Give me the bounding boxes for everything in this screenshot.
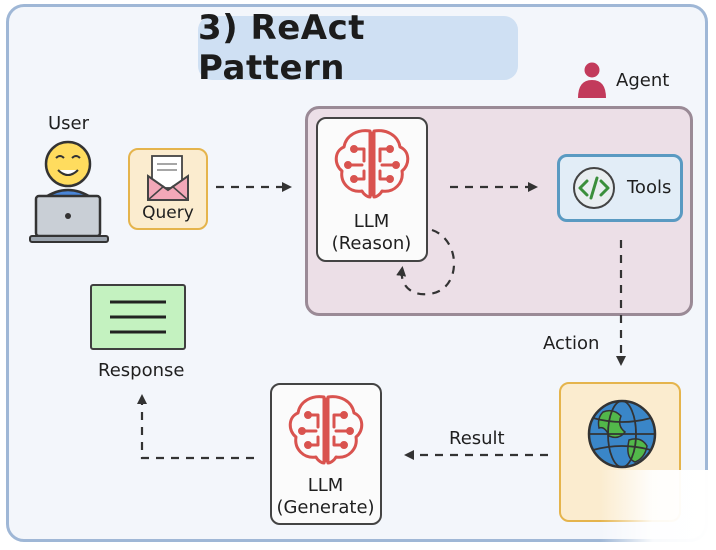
globe-icon bbox=[587, 399, 656, 468]
llm-reason-title: LLM bbox=[353, 211, 390, 232]
llm-reason-node: LLM (Reason) bbox=[316, 117, 428, 262]
action-label: Action bbox=[543, 333, 600, 354]
agent-label: Agent bbox=[616, 70, 670, 91]
user-label: User bbox=[48, 113, 90, 134]
response-node bbox=[90, 284, 186, 350]
brain-circuit-icon bbox=[288, 395, 364, 465]
brain-circuit-icon bbox=[334, 129, 410, 199]
tools-node: Tools bbox=[557, 154, 683, 222]
code-icon bbox=[573, 167, 615, 209]
query-node: Query bbox=[128, 148, 208, 230]
llm-generate-subtitle: (Generate) bbox=[276, 497, 375, 518]
response-label: Response bbox=[98, 360, 185, 381]
query-label: Query bbox=[142, 203, 194, 223]
result-label: Result bbox=[449, 428, 505, 449]
llm-generate-title: LLM bbox=[307, 475, 344, 496]
tools-label: Tools bbox=[627, 177, 672, 198]
document-lines-icon bbox=[109, 300, 166, 333]
llm-generate-node: LLM (Generate) bbox=[270, 383, 382, 525]
llm-reason-subtitle: (Reason) bbox=[331, 233, 412, 254]
mail-icon bbox=[146, 154, 189, 201]
corner-fade bbox=[600, 470, 716, 550]
